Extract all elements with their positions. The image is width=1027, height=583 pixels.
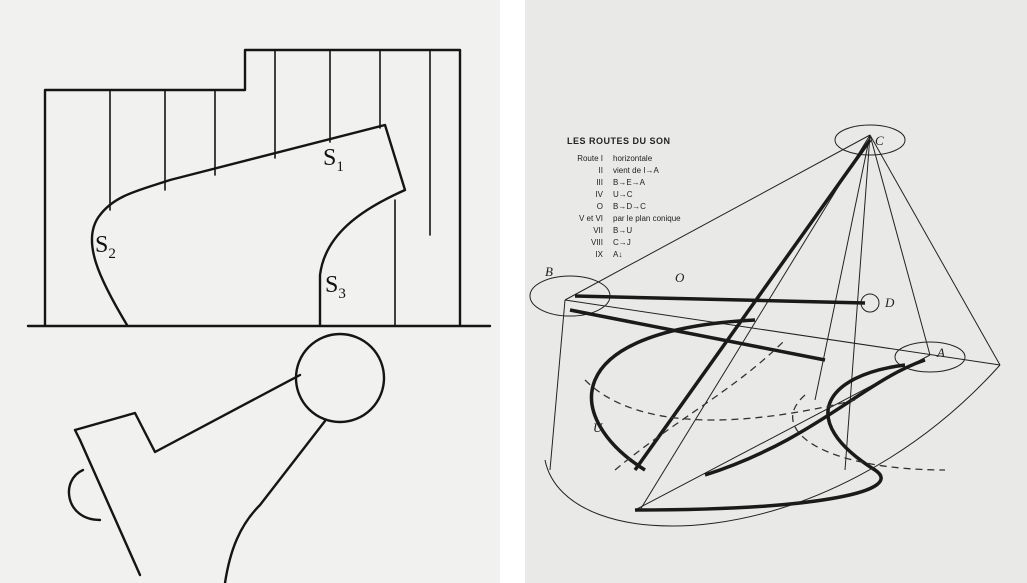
left-drawing-panel: S1 S2 S3	[0, 0, 500, 583]
dashed-route-1	[614, 339, 786, 471]
wall-outline	[43, 48, 462, 327]
route-ix	[704, 358, 926, 477]
s-surface	[90, 123, 407, 327]
label-c: C	[875, 133, 884, 148]
cone-lines	[549, 134, 1001, 511]
route-iv	[633, 138, 872, 472]
label-o: O	[675, 270, 685, 285]
label-d: D	[884, 295, 895, 310]
route-ii	[589, 318, 756, 472]
label-s1: S1	[323, 145, 344, 175]
route-iii	[569, 308, 826, 362]
legend-title: LES ROUTES DU SON	[567, 136, 671, 146]
ellipse-c	[834, 124, 906, 156]
label-a: A	[936, 345, 945, 360]
label-u: U	[593, 420, 604, 435]
dashed-route-2	[584, 379, 856, 421]
surfaces-drawing: S1 S2 S3	[26, 48, 492, 583]
dashed-route-3	[792, 394, 946, 471]
label-b: B	[545, 264, 553, 279]
label-s2: S2	[95, 232, 116, 262]
route-o	[574, 294, 866, 305]
vertical-lines	[109, 49, 431, 326]
plan-drawing	[67, 332, 386, 583]
sound-routes-drawing: B C D A O U	[529, 124, 1001, 527]
ellipse-a	[894, 341, 966, 373]
label-s3: S3	[325, 272, 346, 302]
lower-curve	[544, 364, 1001, 527]
route-i	[634, 363, 906, 512]
